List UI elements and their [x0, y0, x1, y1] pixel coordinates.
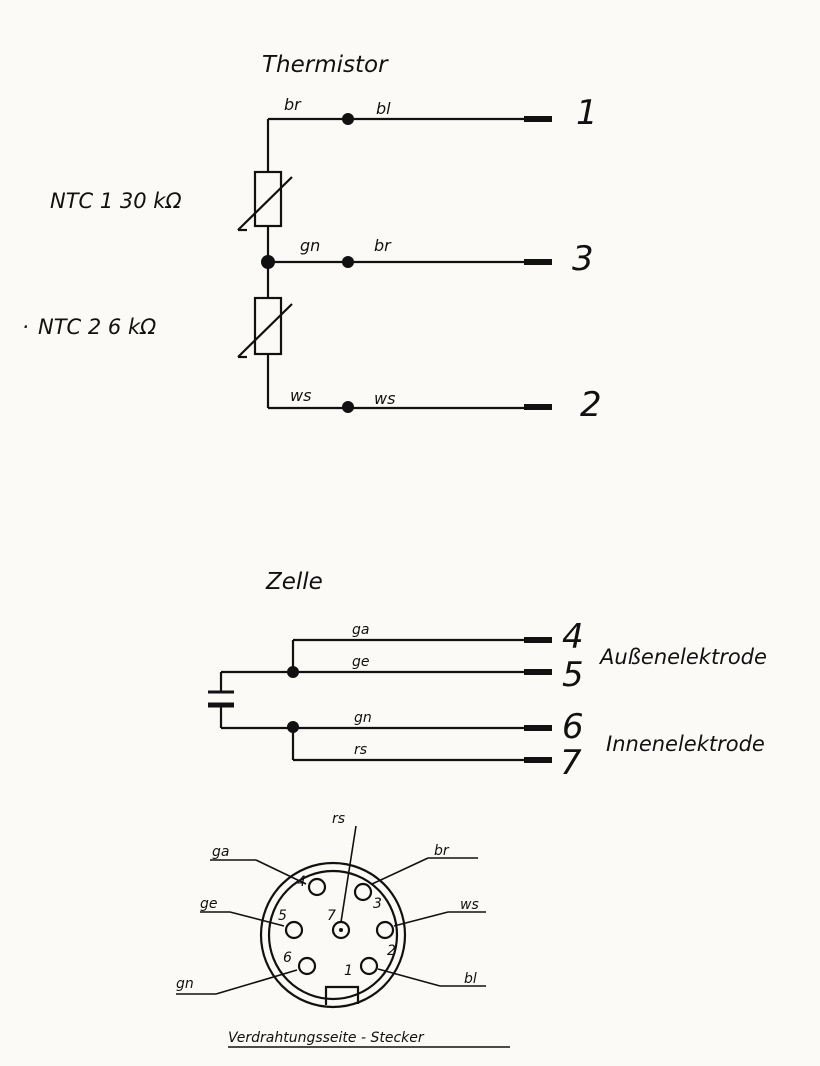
connector-color-bl: bl — [464, 971, 477, 987]
wire-2-right-color: ws — [374, 389, 395, 408]
thermistor-wire-2 — [268, 401, 552, 413]
zelle-wire-4 — [291, 637, 552, 672]
thermistor-wire-3 — [261, 255, 552, 269]
thermistor-wire-1 — [268, 113, 552, 125]
pin-number-5: 5 — [278, 908, 287, 924]
inner-electrode-label: Innenelektrode — [606, 732, 765, 756]
connector-leader-lines — [176, 825, 486, 995]
pin-number-3: 3 — [373, 896, 382, 912]
pin-hole-4 — [307, 877, 327, 897]
ntc2-dash: · — [22, 315, 29, 339]
pin-hole-6 — [297, 956, 317, 976]
connector-color-ga: ga — [212, 844, 229, 860]
ntc1-label: NTC 1 30 kΩ — [50, 189, 182, 213]
pin-number-7: 7 — [327, 908, 336, 924]
pin-label-2: 2 — [580, 385, 602, 425]
connector-color-ge: ge — [200, 896, 218, 912]
pin-hole-5 — [284, 920, 304, 940]
ntc1-symbol — [237, 170, 293, 232]
outer-electrode-label: Außenelektrode — [598, 645, 767, 669]
connector-color-br: br — [434, 843, 450, 859]
wire-3-right-color: br — [374, 236, 392, 255]
pin-label-1: 1 — [576, 93, 598, 133]
pin-label-5: 5 — [562, 655, 584, 695]
pin-number-1: 1 — [344, 963, 353, 979]
connector-caption: Verdrahtungsseite - Stecker — [228, 1030, 425, 1046]
connector-plug — [259, 861, 407, 1009]
pin-number-6: 6 — [283, 950, 292, 966]
capacitor-symbol — [208, 670, 293, 730]
pin-label-7: 7 — [560, 743, 582, 783]
pin-hole-7-center — [339, 928, 343, 932]
pin-label-4: 4 — [562, 617, 584, 657]
wire-4-color: ga — [352, 622, 369, 638]
wire-1-left-color: br — [284, 95, 302, 114]
pin-number-2: 2 — [387, 943, 396, 959]
connector-color-rs: rs — [332, 811, 345, 827]
zelle-wire-7 — [291, 728, 552, 763]
zelle-title: Zelle — [265, 569, 323, 595]
connector-color-gn: gn — [176, 976, 194, 992]
wire-7-color: rs — [354, 742, 367, 758]
pin-label-3: 3 — [572, 239, 594, 279]
connector-color-ws: ws — [460, 897, 479, 913]
wire-1-right-color: bl — [376, 99, 391, 118]
wire-3-left-color: gn — [300, 236, 320, 255]
zelle-wire-6 — [287, 721, 552, 733]
pin-hole-1 — [359, 956, 379, 976]
ntc2-label: NTC 2 6 kΩ — [38, 315, 156, 339]
pin-hole-3 — [353, 882, 373, 902]
wire-6-color: gn — [354, 710, 372, 726]
thermistor-title: Thermistor — [262, 52, 389, 78]
wire-2-left-color: ws — [290, 386, 311, 405]
pin-label-6: 6 — [562, 707, 584, 747]
wire-5-color: ge — [352, 654, 370, 670]
zelle-wire-5 — [287, 666, 552, 678]
ntc2-symbol — [237, 296, 293, 359]
pin-hole-2 — [375, 920, 395, 940]
